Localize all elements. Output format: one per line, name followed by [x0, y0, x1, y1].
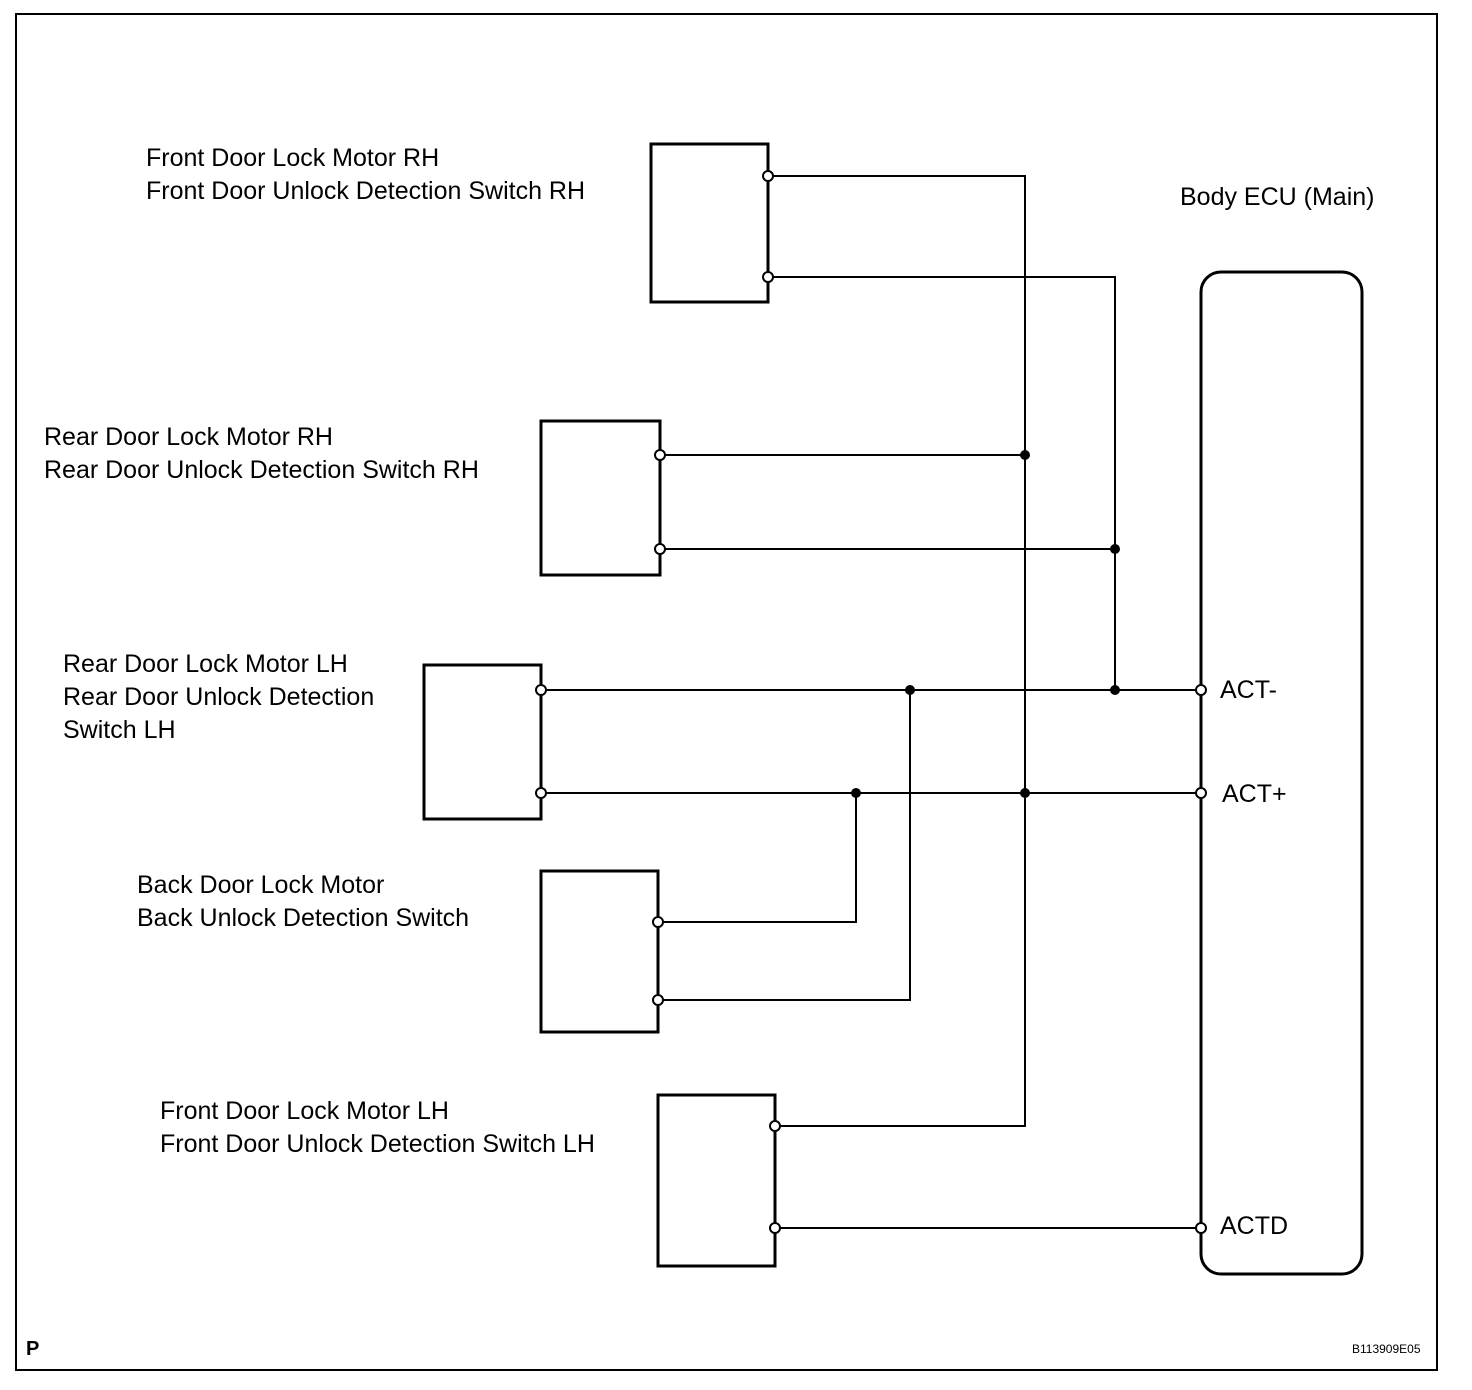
ecu-terminal-actd [1195, 1222, 1207, 1234]
pin-actd-label: ACTD [1220, 1212, 1289, 1240]
body-ecu-box [1199, 270, 1364, 1276]
rear-lh-label-line2: Rear Door Unlock Detection [63, 683, 375, 711]
front-lh-label: Front Door Lock Motor LH Front Door Unlo… [160, 1095, 595, 1161]
figure-code: B113909E05 [1352, 1342, 1421, 1356]
ecu-title: Body ECU (Main) [1180, 183, 1375, 211]
rear-rh-label-line1: Rear Door Lock Motor RH [44, 423, 333, 451]
junction-dot [1110, 544, 1120, 554]
ecu-terminal-act-minus [1195, 684, 1207, 696]
junction-dot [1020, 788, 1030, 798]
corner-mark: P [26, 1338, 40, 1360]
wire-back-2 [658, 690, 911, 1001]
front-rh-label-line1: Front Door Lock Motor RH [146, 144, 440, 172]
terminal [654, 543, 666, 555]
rear-lh-box [422, 663, 543, 821]
junction-dot [1020, 450, 1030, 460]
rear-lh-label-line1: Rear Door Lock Motor LH [63, 650, 348, 678]
front-rh-label-line2: Front Door Unlock Detection Switch RH [146, 177, 586, 205]
junction-dot [905, 685, 915, 695]
junction-dot [851, 788, 861, 798]
front-lh-label-line1: Front Door Lock Motor LH [160, 1097, 449, 1125]
terminal [535, 787, 547, 799]
back-door-box [539, 869, 660, 1034]
rear-lh-label: Rear Door Lock Motor LH Rear Door Unlock… [63, 648, 374, 747]
front-lh-box [656, 1093, 777, 1268]
rear-lh-label-line3: Switch LH [63, 716, 176, 744]
wire-front-rh-1 [768, 175, 1026, 1127]
front-lh-label-line2: Front Door Unlock Detection Switch LH [160, 1130, 595, 1158]
terminal [762, 271, 774, 283]
pin-act-plus-label: ACT+ [1222, 780, 1287, 808]
back-door-label: Back Door Lock Motor Back Unlock Detecti… [137, 869, 469, 935]
wire-front-rh-2 [768, 276, 1116, 690]
rear-rh-box [539, 419, 662, 577]
front-rh-box [649, 142, 770, 304]
rear-rh-label-line2: Rear Door Unlock Detection Switch RH [44, 456, 479, 484]
terminal [652, 994, 664, 1006]
wire-back-1 [658, 793, 857, 923]
front-rh-label: Front Door Lock Motor RH Front Door Unlo… [146, 142, 585, 208]
terminal [769, 1120, 781, 1132]
terminal [652, 916, 664, 928]
terminal [762, 170, 774, 182]
rear-rh-label: Rear Door Lock Motor RH Rear Door Unlock… [44, 421, 479, 487]
terminal [654, 449, 666, 461]
ecu-terminal-act-plus [1195, 787, 1207, 799]
pin-act-minus-label: ACT- [1220, 676, 1277, 704]
diagram-frame [15, 13, 1438, 1371]
terminal [535, 684, 547, 696]
back-door-label-line2: Back Unlock Detection Switch [137, 904, 470, 932]
back-door-label-line1: Back Door Lock Motor [137, 871, 385, 899]
terminal [769, 1222, 781, 1234]
junction-dot [1110, 685, 1120, 695]
